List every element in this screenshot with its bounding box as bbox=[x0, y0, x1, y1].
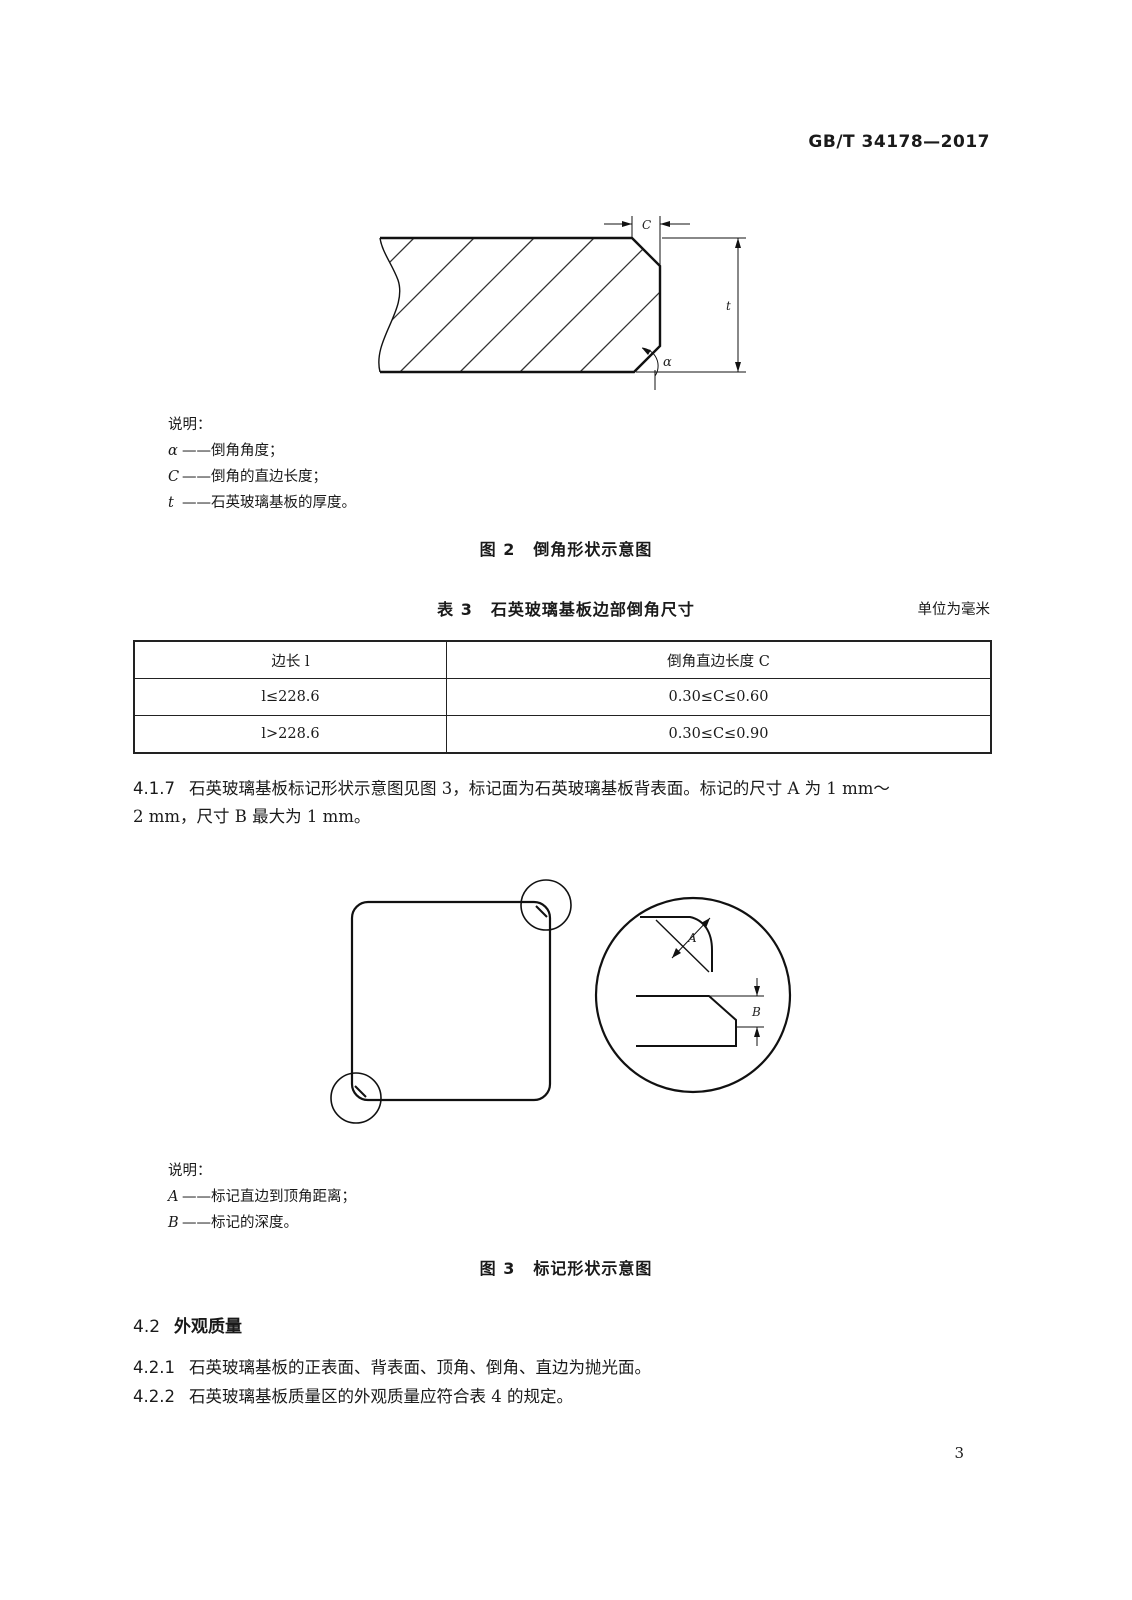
label-a: A bbox=[687, 931, 697, 945]
standard-number: GB/T 34178—2017 bbox=[808, 132, 990, 152]
hatch-pattern bbox=[378, 238, 660, 372]
label-b: B bbox=[751, 1005, 761, 1019]
plate-outline bbox=[380, 236, 662, 374]
detail-circle-top bbox=[520, 879, 572, 931]
figure-2-legend: 说明： α——倒角角度； C——倒角的直边长度； t——石英玻璃基板的厚度。 bbox=[168, 412, 356, 516]
figure-2-chamfer-diagram: C t α bbox=[378, 216, 746, 390]
detail-mark-depth bbox=[636, 995, 737, 1047]
table-cell: 0.30≤C≤0.90 bbox=[446, 715, 992, 754]
legend-item: A——标记直边到顶角距离； bbox=[168, 1189, 356, 1205]
table-3: 边长 l 倒角直边长度 C l≤228.6 0.30≤C≤0.60 l>228.… bbox=[133, 640, 992, 754]
label-alpha: α bbox=[663, 355, 672, 370]
legend-item: B——标记的深度。 bbox=[168, 1215, 298, 1231]
table-row: l>228.6 0.30≤C≤0.90 bbox=[133, 715, 992, 754]
legend-title: 说明： bbox=[168, 417, 212, 433]
table-unit: 单位为毫米 bbox=[917, 602, 991, 618]
legend-title: 说明： bbox=[168, 1163, 212, 1179]
page-number: 3 bbox=[954, 1444, 964, 1462]
substrate-square bbox=[350, 900, 552, 1102]
label-t: t bbox=[726, 299, 731, 313]
table-cell: l≤228.6 bbox=[133, 678, 448, 716]
legend-item: C——倒角的直边长度； bbox=[168, 469, 327, 485]
table-cell: 0.30≤C≤0.60 bbox=[446, 678, 992, 716]
legend-item: α——倒角角度； bbox=[168, 443, 284, 459]
label-c: C bbox=[642, 218, 651, 232]
table-cell: l>228.6 bbox=[133, 715, 448, 754]
break-line bbox=[378, 237, 401, 373]
detail-mark-corner bbox=[640, 916, 713, 972]
detail-enlarged-circle bbox=[594, 896, 792, 1094]
table-row: l≤228.6 0.30≤C≤0.60 bbox=[133, 678, 992, 716]
figure-3-mark-diagram: A B bbox=[330, 879, 792, 1124]
table-header-row: 边长 l 倒角直边长度 C bbox=[133, 640, 992, 679]
figure-3-legend: 说明： A——标记直边到顶角距离； B——标记的深度。 bbox=[168, 1158, 356, 1236]
detail-circle-bottom bbox=[330, 1072, 382, 1124]
header-cell: 边长 l bbox=[133, 640, 448, 679]
header-cell: 倒角直边长度 C bbox=[446, 640, 992, 679]
legend-item: t——石英玻璃基板的厚度。 bbox=[168, 495, 356, 511]
